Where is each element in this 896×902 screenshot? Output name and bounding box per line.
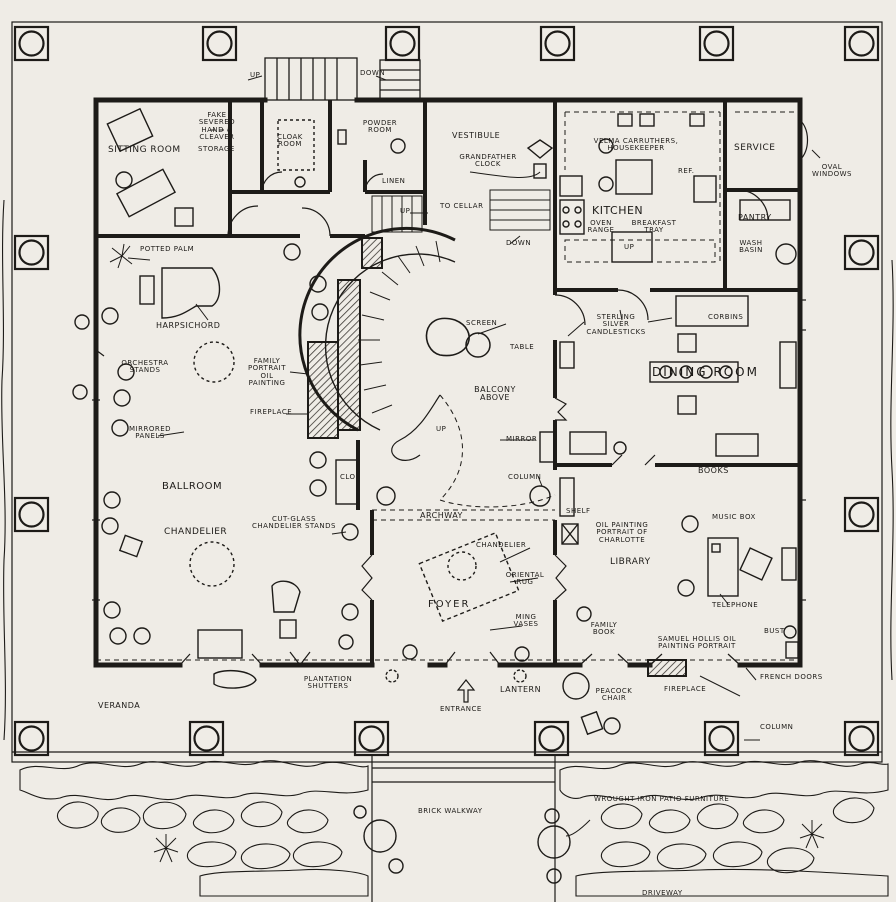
label-breakfast-tray: Breakfast Tray xyxy=(631,219,677,235)
label-archway: Archway xyxy=(420,511,463,520)
label-cloak-room: Cloak Room xyxy=(277,133,303,149)
label-oval-windows: Oval Windows xyxy=(812,163,852,179)
label-family-book: Family Book xyxy=(590,621,618,637)
leader-arrows xyxy=(127,75,821,837)
label-sterling-silver-candlesticks: Sterling Silver Candlesticks xyxy=(586,313,646,336)
label-ming-vases: Ming Vases xyxy=(513,613,539,629)
label-grandfather-clock: Grandfather Clock xyxy=(459,153,517,169)
label-fireplace-library: Fireplace xyxy=(664,685,707,693)
label-family-portrait: Family Portrait Oil Painting xyxy=(247,357,287,388)
veranda-outline xyxy=(11,21,883,763)
label-ballroom: Ballroom xyxy=(162,481,223,492)
label-mirrored-panels: Mirrored Panels xyxy=(128,425,172,441)
label-fake-severed-hand: Fake Severed Hand & Cleaver xyxy=(198,111,236,142)
label-shelf: Shelf xyxy=(566,507,591,515)
label-ref: Ref. xyxy=(678,167,695,175)
label-chandelier-foyer: Chandelier xyxy=(476,541,527,549)
porch-columns xyxy=(13,25,880,757)
label-velma-carruthers: Velma Carruthers, Housekeeper xyxy=(593,137,679,153)
label-balcony-above: Balcony Above xyxy=(474,385,516,403)
label-vestibule: Vestibule xyxy=(452,131,501,140)
label-peacock-chair: Peacock Chair xyxy=(595,687,633,703)
label-veranda: Veranda xyxy=(98,701,141,710)
label-closet: Clo. xyxy=(340,473,358,481)
label-charlotte-portrait: Oil Painting Portrait of Charlotte xyxy=(595,521,649,544)
label-corbins: Corbins xyxy=(708,313,744,321)
label-dining-room: Dining Room xyxy=(652,365,759,379)
spiral-staircase xyxy=(298,226,491,461)
label-foyer: Foyer xyxy=(428,599,471,610)
label-up-kitchen: Up xyxy=(624,243,635,251)
furniture xyxy=(72,107,799,884)
label-linen: Linen xyxy=(382,177,406,185)
dashed-outlines xyxy=(96,111,800,661)
label-up-stair: Up xyxy=(436,425,447,433)
brick-walkway xyxy=(371,756,556,902)
label-screen: Screen xyxy=(466,319,498,327)
label-powder-room: Powder Room xyxy=(362,119,398,135)
label-up-rear: Up xyxy=(250,71,261,79)
label-telephone: Telephone xyxy=(712,601,759,609)
label-up-hall: Up xyxy=(400,207,411,215)
label-oriental-rug: Oriental Rug xyxy=(505,571,545,587)
label-library: Library xyxy=(610,557,651,567)
label-orchestra-stands: Orchestra Stands xyxy=(121,359,169,375)
label-down-rear: Down xyxy=(360,69,386,77)
cellar-stairs xyxy=(371,189,551,233)
label-chandelier-ballroom: Chandelier xyxy=(164,527,228,537)
label-service: Service xyxy=(734,143,776,153)
interior-walls xyxy=(96,100,800,665)
label-lantern: Lantern xyxy=(500,685,542,694)
label-french-doors: French Doors xyxy=(760,673,823,681)
label-potted-palm: Potted Palm xyxy=(140,245,195,253)
starburst-shrubs xyxy=(109,243,825,863)
label-music-box: Music Box xyxy=(712,513,756,521)
label-samuel-hollis-portrait: Samuel Hollis Oil Painting Portrait xyxy=(657,635,737,651)
label-down-hall: Down xyxy=(506,239,532,247)
label-mirror: Mirror xyxy=(506,435,538,443)
label-fireplace-ballroom: Fireplace xyxy=(250,408,293,416)
label-kitchen: Kitchen xyxy=(592,204,644,217)
label-entrance: Entrance xyxy=(440,705,482,713)
label-plantation-shutters: Plantation Shutters xyxy=(303,675,353,691)
label-to-cellar: To Cellar xyxy=(440,202,484,210)
entrance-arrow-icon xyxy=(456,679,476,703)
label-table: Table xyxy=(510,343,535,351)
label-storage: Storage xyxy=(198,145,235,153)
label-cut-glass-chandelier-stands: Cut-Glass Chandelier Stands xyxy=(252,515,336,531)
label-column-inner: Column xyxy=(508,473,542,481)
label-patio-furniture: Wrought-Iron Patio Furniture xyxy=(594,795,730,803)
label-books: Books xyxy=(698,466,729,475)
label-bust: Bust xyxy=(764,627,785,635)
doors-and-windows xyxy=(92,119,809,666)
label-driveway: Driveway xyxy=(642,889,683,897)
hatched-masonry xyxy=(307,237,687,677)
label-oven-range: Oven Range xyxy=(587,219,615,235)
label-column-outer: Column xyxy=(760,723,794,731)
label-harpsichord: Harpsichord xyxy=(156,321,221,330)
rear-steps xyxy=(264,57,421,101)
label-sitting-room: Sitting Room xyxy=(108,145,181,155)
label-pantry: Pantry xyxy=(738,213,772,222)
label-wash-basin: Wash Basin xyxy=(739,239,763,255)
hedges xyxy=(1,199,894,897)
label-brick-walkway: Brick Walkway xyxy=(418,807,483,815)
